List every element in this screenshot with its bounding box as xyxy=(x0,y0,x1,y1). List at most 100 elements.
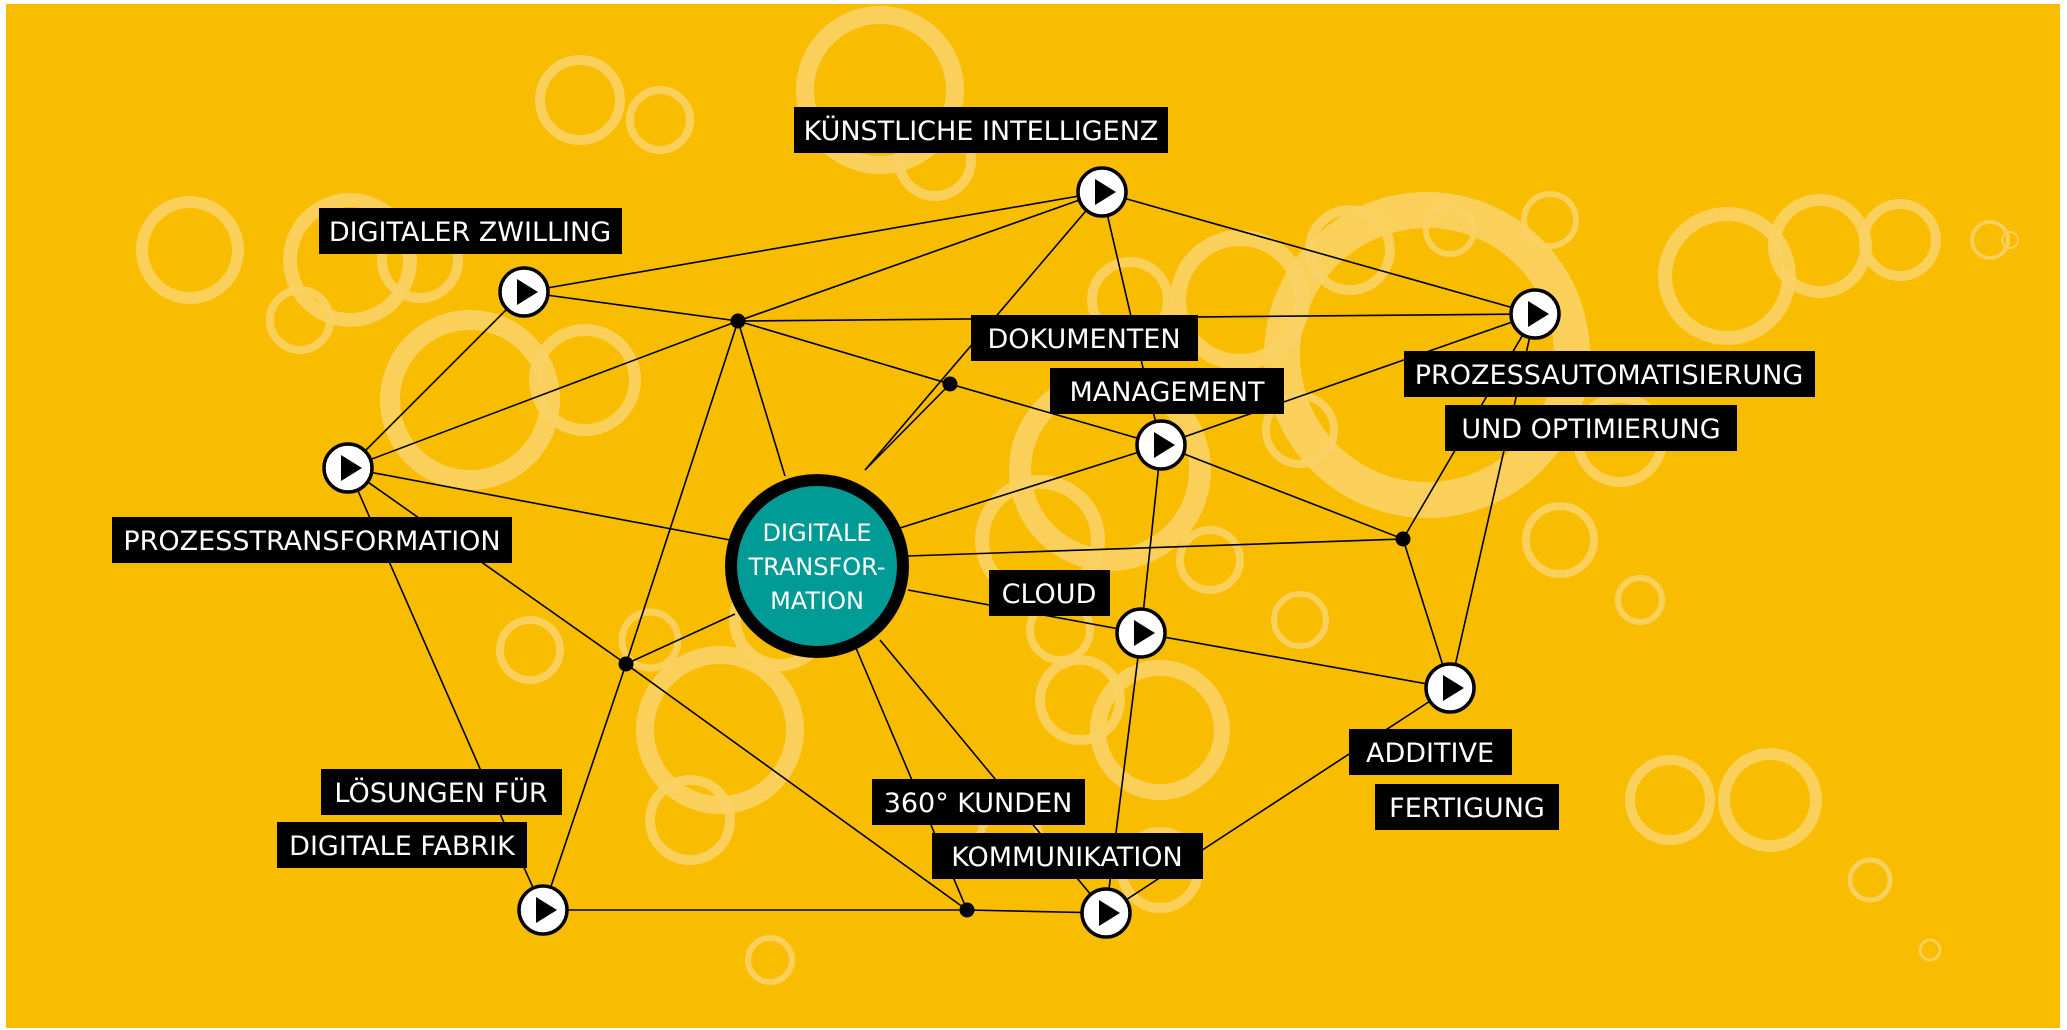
connection-line xyxy=(907,538,1404,557)
hub[interactable]: DIGITALE TRANSFOR- MATION xyxy=(725,474,909,658)
bubble-ring xyxy=(1176,526,1244,594)
label-box xyxy=(989,570,1110,616)
play-icon[interactable] xyxy=(1080,887,1132,939)
topic-prozessautomatisierung[interactable]: PROZESSAUTOMATISIERUNG UND OPTIMIERUNG xyxy=(1404,288,1815,451)
connection-line xyxy=(1140,632,1451,689)
topic-digitaler-zwilling[interactable]: DIGITALER ZWILLING xyxy=(319,208,622,318)
bubble-ring xyxy=(380,310,560,490)
play-icon[interactable] xyxy=(1509,288,1561,340)
connection-line xyxy=(523,191,1103,293)
label-box xyxy=(321,769,562,815)
play-icon[interactable] xyxy=(1076,166,1128,218)
play-triangle xyxy=(1154,432,1175,458)
label-box xyxy=(794,107,1168,153)
topic-label: DIGITALER ZWILLING xyxy=(329,217,611,248)
topic-label-line-1: PROZESSAUTOMATISIERUNG xyxy=(1415,360,1804,391)
connection-line xyxy=(625,663,968,911)
hub-circle xyxy=(737,486,897,646)
topic-label: PROZESSTRANSFORMATION xyxy=(123,526,500,557)
topic-prozesstransformation[interactable]: PROZESSTRANSFORMATION xyxy=(112,442,512,563)
play-triangle xyxy=(517,279,538,305)
bubble-ring xyxy=(1615,575,1665,625)
bubble-ring xyxy=(1522,502,1598,578)
junction-dot xyxy=(730,313,746,329)
bubble-ring xyxy=(1423,203,1477,257)
bubble-ring xyxy=(136,196,244,304)
topic-dokumenten-management[interactable]: DOKUMENTEN MANAGEMENT xyxy=(971,315,1284,471)
topic-label-line-2: FERTIGUNG xyxy=(1389,793,1545,824)
connection-line xyxy=(1101,191,1536,315)
connection-line xyxy=(949,383,1162,446)
junction-dots xyxy=(618,313,1411,918)
connection-line xyxy=(347,291,525,469)
connection-line xyxy=(625,613,736,665)
bubble-ring xyxy=(1035,655,1125,745)
bubble-ring xyxy=(535,55,625,145)
connection-line xyxy=(1160,444,1404,540)
bubble-ring xyxy=(283,193,417,327)
label-box xyxy=(932,833,1203,879)
topic-cloud[interactable]: CLOUD xyxy=(989,570,1167,659)
topic-kunden-kommunikation[interactable]: 360° KUNDEN KOMMUNIKATION xyxy=(872,779,1203,939)
topic-label-line-1: DOKUMENTEN xyxy=(987,324,1180,355)
bubble-ring xyxy=(626,86,694,154)
bubble-ring xyxy=(1718,748,1822,852)
hub-label-line-1: DIGITALE xyxy=(763,519,872,547)
bubble-ring xyxy=(1859,199,1941,281)
connection-line xyxy=(1140,444,1162,634)
play-icon[interactable] xyxy=(1115,607,1167,659)
bubble-ring xyxy=(2001,231,2019,249)
label-box xyxy=(1404,351,1815,397)
connection-line xyxy=(347,467,731,541)
bubble-ring xyxy=(1090,660,1230,800)
hub-label-line-3: MATION xyxy=(770,587,864,615)
label-box xyxy=(1050,368,1284,414)
topic-label-line-2: DIGITALE FABRIK xyxy=(289,831,516,862)
topic-label-line-1: LÖSUNGEN FÜR xyxy=(334,777,547,809)
bubble-ring xyxy=(1271,591,1329,649)
label-box xyxy=(112,517,512,563)
topic-kuenstliche-intelligenz[interactable]: KÜNSTLICHE INTELLIGENZ xyxy=(794,107,1168,218)
bubble-ring xyxy=(1970,220,2010,260)
connection-line xyxy=(1160,313,1536,446)
play-icon[interactable] xyxy=(1424,662,1476,714)
connection-line xyxy=(737,320,786,477)
play-triangle xyxy=(536,897,557,923)
play-icon[interactable] xyxy=(1135,419,1187,471)
play-triangle xyxy=(1095,179,1116,205)
bubble-ring xyxy=(1918,938,1942,962)
connection-line xyxy=(542,663,627,911)
topic-additive-fertigung[interactable]: ADDITIVE FERTIGUNG xyxy=(1349,662,1559,830)
play-triangle xyxy=(1134,620,1155,646)
connection-line xyxy=(347,467,627,665)
connection-line xyxy=(737,320,951,385)
bubble-ring xyxy=(796,6,964,174)
connection-line xyxy=(625,320,739,665)
label-box xyxy=(971,315,1198,361)
topic-label-line-1: ADDITIVE xyxy=(1366,738,1494,769)
bubble-ring xyxy=(496,616,564,684)
bubble-ring xyxy=(636,646,804,814)
connection-line xyxy=(864,383,951,471)
play-triangle xyxy=(341,455,362,481)
play-triangle xyxy=(1099,900,1120,926)
bubble-ring xyxy=(645,775,735,865)
connection-line xyxy=(347,320,739,469)
junction-dot xyxy=(942,376,958,392)
bubble-ring xyxy=(1625,755,1715,845)
topic-digitale-fabrik[interactable]: LÖSUNGEN FÜR DIGITALE FABRIK xyxy=(277,769,569,936)
label-box xyxy=(319,208,622,254)
play-icon[interactable] xyxy=(322,442,374,494)
bubble-ring xyxy=(266,286,334,354)
label-box xyxy=(872,779,1085,825)
topic-label: CLOUD xyxy=(1002,579,1097,610)
junction-dot xyxy=(959,902,975,918)
play-triangle xyxy=(1443,675,1464,701)
play-triangle xyxy=(1528,301,1549,327)
topic-label-line-2: KOMMUNIKATION xyxy=(951,842,1183,873)
hub-label-line-2: TRANSFOR- xyxy=(747,553,885,581)
connection-line xyxy=(523,291,739,322)
play-icon[interactable] xyxy=(517,884,569,936)
play-icon[interactable] xyxy=(498,266,550,318)
